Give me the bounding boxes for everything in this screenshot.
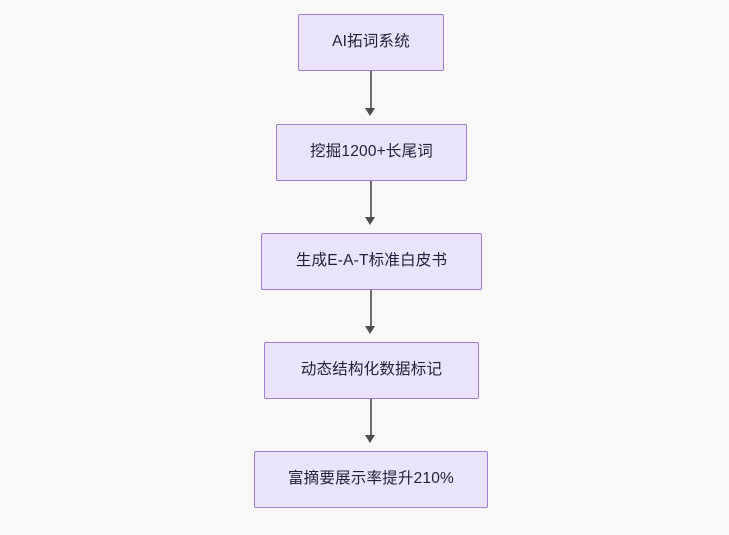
flow-node-dynamic-structured-data-markup[interactable]: 动态结构化数据标记 [264, 342, 479, 399]
flow-node-label: 富摘要展示率提升210% [287, 470, 455, 488]
arrowhead-icon [365, 107, 376, 116]
edge-line [370, 290, 372, 327]
edge-line [370, 71, 372, 109]
edge-line [370, 181, 372, 218]
arrowhead-icon [365, 325, 376, 334]
flow-node-label: 挖掘1200+长尾词 [309, 143, 434, 161]
flow-node-rich-snippet-rate-increase[interactable]: 富摘要展示率提升210% [254, 451, 488, 508]
edge-line [370, 399, 372, 436]
flow-node-label: 生成E-A-T标准白皮书 [295, 252, 448, 270]
flow-node-label: AI拓词系统 [332, 33, 410, 51]
flow-node-label: 动态结构化数据标记 [300, 361, 443, 379]
arrowhead-icon [365, 434, 376, 443]
flow-node-mine-longtail-keywords[interactable]: 挖掘1200+长尾词 [276, 124, 467, 181]
flow-node-ai-keyword-system[interactable]: AI拓词系统 [298, 14, 444, 71]
arrowhead-icon [365, 216, 376, 225]
flow-node-generate-eat-whitepaper[interactable]: 生成E-A-T标准白皮书 [261, 233, 482, 290]
